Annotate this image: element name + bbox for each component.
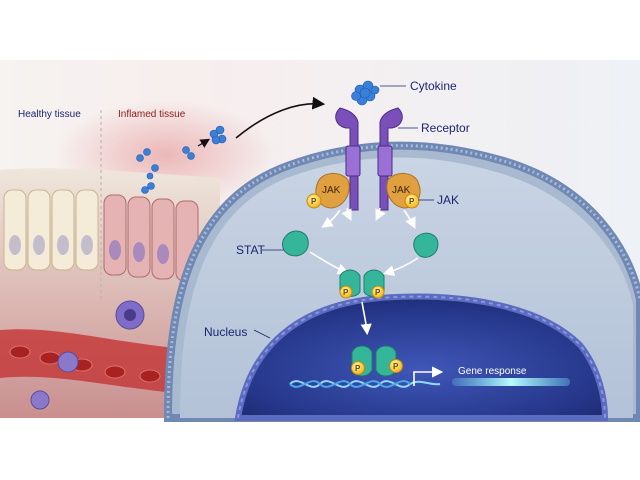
stat-right	[413, 232, 439, 258]
phospho-label: P	[355, 364, 361, 373]
released-cytokines	[136, 125, 227, 194]
activation-arrows	[309, 207, 419, 336]
cytokine-icon	[351, 80, 380, 106]
phosphate-badge-jak-right: P	[404, 193, 420, 209]
stat-left	[282, 230, 309, 257]
dna-helix-icon	[289, 380, 441, 388]
healthy-tissue-label: Healthy tissue	[18, 109, 81, 120]
nucleus-label: Nucleus	[204, 325, 247, 339]
jak-right-label: JAK	[392, 185, 411, 196]
red-blood-cells	[9, 345, 161, 383]
inflamed-tissue-label: Inflamed tissue	[118, 109, 186, 120]
cytokine-label: Cytokine	[410, 79, 457, 93]
phosphate-badge-jak-left: P	[306, 193, 322, 209]
immune-cells	[30, 300, 145, 410]
phospho-label: P	[311, 197, 317, 206]
phospho-label: P	[409, 197, 415, 206]
small-arrow	[197, 138, 211, 148]
nucleus-body	[234, 293, 609, 421]
cytokine-travel-arrow	[235, 96, 326, 139]
phospho-label: P	[375, 288, 381, 297]
leader-lines	[253, 85, 434, 339]
jak-left-label: JAK	[322, 185, 341, 196]
tissue-section	[0, 110, 220, 418]
gene-response-arrow	[413, 366, 444, 386]
stat-dimer-cytoplasm: P P	[339, 269, 385, 299]
epithelial-cells	[3, 189, 99, 271]
phospho-label: P	[393, 362, 399, 371]
receptor	[335, 107, 403, 211]
jak-callout-label: JAK	[437, 193, 459, 207]
receptor-label: Receptor	[421, 121, 470, 135]
stat-dimer-nucleus: P P	[351, 345, 403, 377]
gene-response-label: Gene response	[458, 366, 527, 377]
stat-label: STAT	[236, 243, 266, 257]
gene-response-glow	[452, 378, 570, 386]
phospho-label: P	[343, 288, 349, 297]
